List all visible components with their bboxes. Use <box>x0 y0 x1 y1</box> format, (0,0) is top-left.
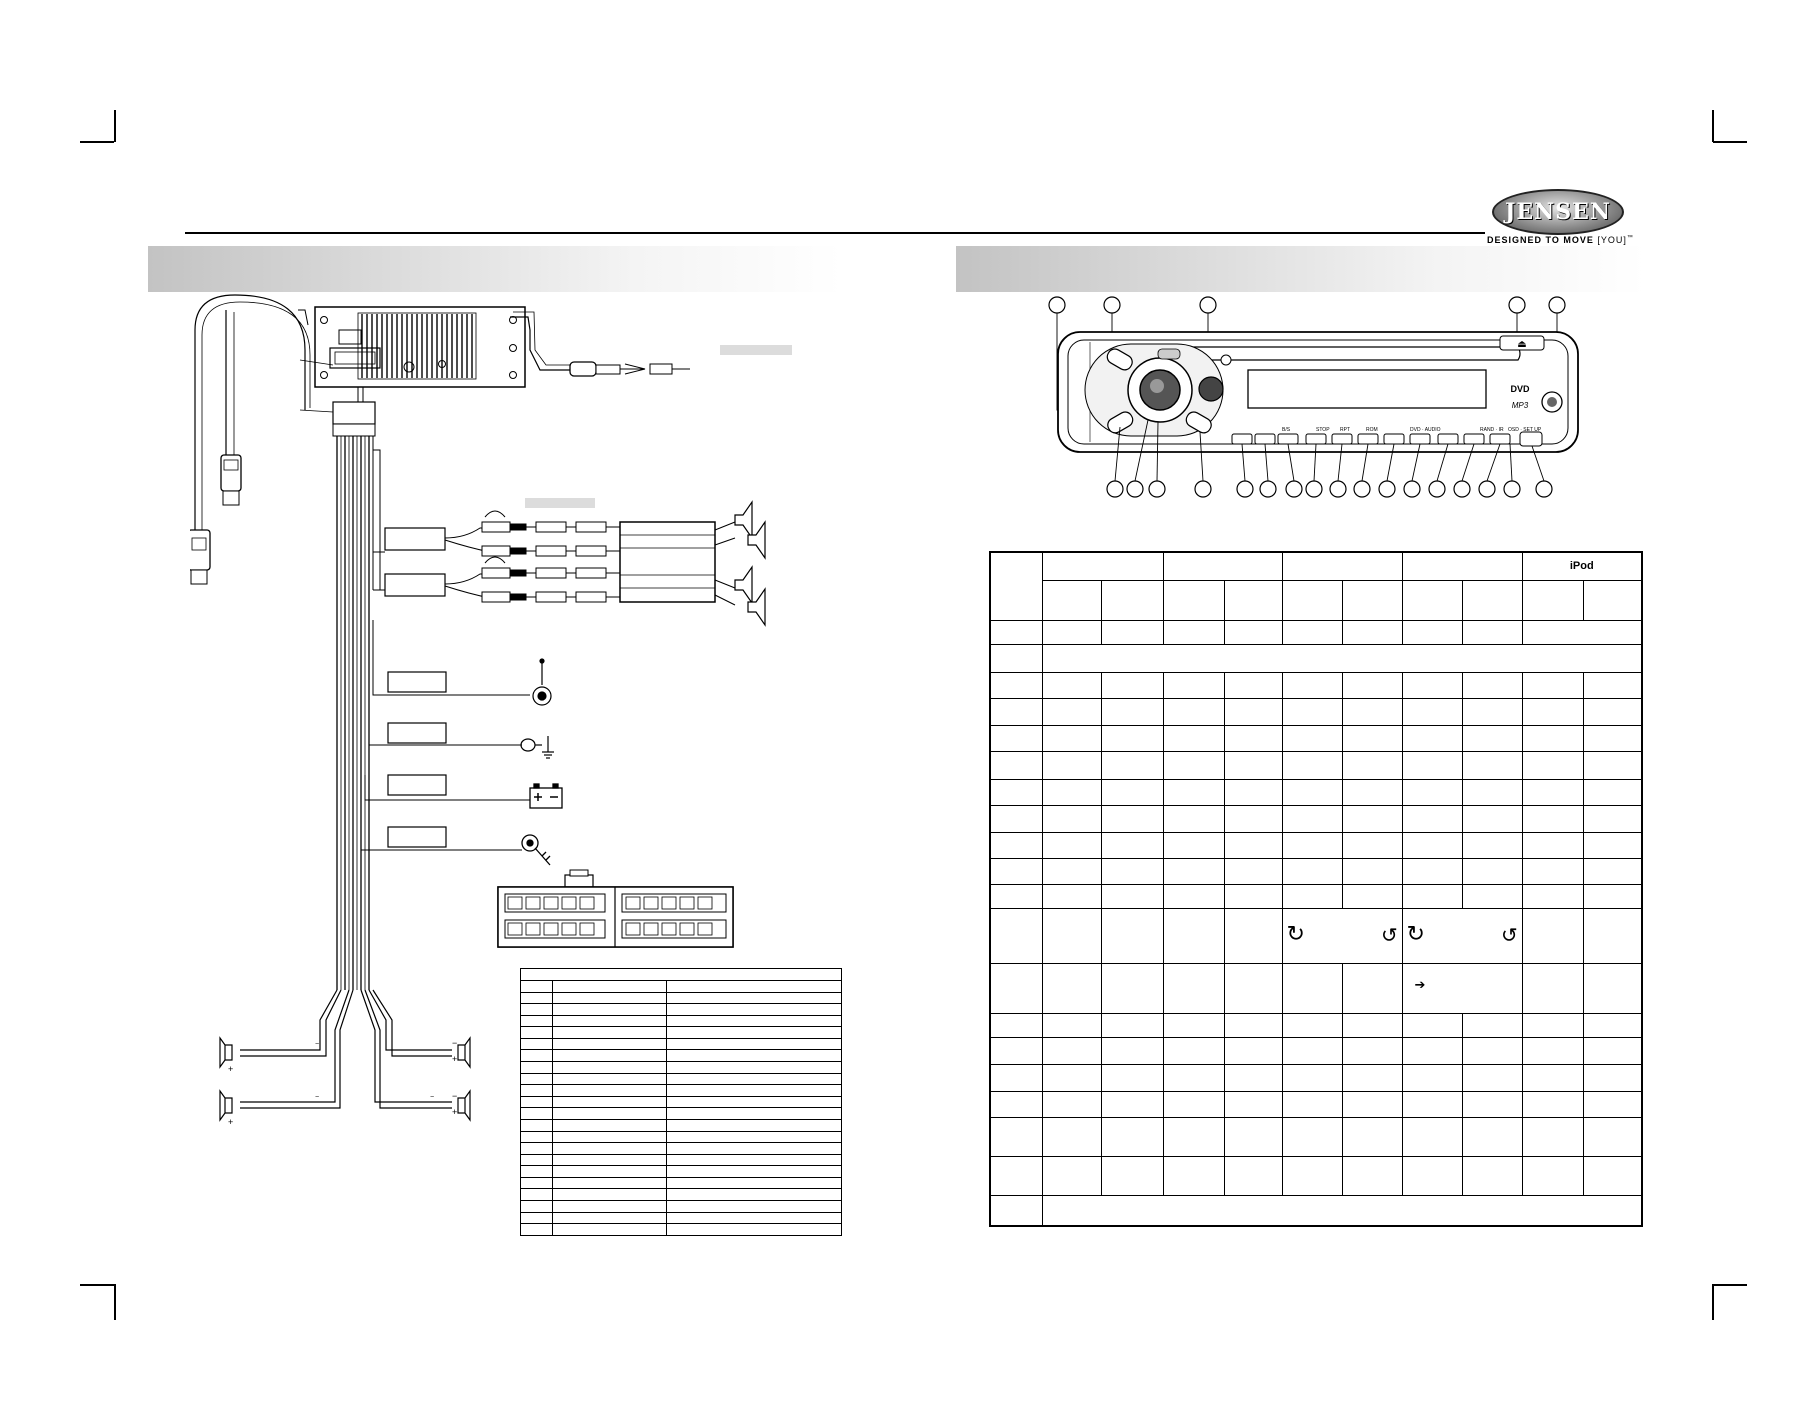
btn-label-rom: ROM <box>1366 427 1378 433</box>
repeat-icon: ↻ <box>1380 924 1398 947</box>
crop-mark <box>1713 1284 1747 1286</box>
antenna-icon <box>532 658 552 706</box>
amplifier-icon <box>619 521 736 606</box>
dvd-logo: DVD <box>1510 384 1530 394</box>
svg-text:−: − <box>430 1094 434 1101</box>
ground-icon <box>520 736 554 759</box>
front-panel-diagram: ⏏ DVD MP3 B/S STOP RPT ROM DVD · AUDIO R… <box>1048 296 1579 498</box>
crop-mark <box>114 110 116 142</box>
wiring-table <box>520 968 842 1236</box>
usb-plug-lower <box>190 529 211 585</box>
speaker-icon <box>219 1036 471 1122</box>
svg-text:+: + <box>228 1117 233 1127</box>
crop-mark <box>80 141 114 143</box>
crop-mark <box>1712 1284 1714 1320</box>
crop-mark <box>80 1284 114 1286</box>
svg-text:−: − <box>315 1041 319 1048</box>
ignition-key-icon <box>521 834 551 866</box>
crop-mark <box>1712 110 1714 142</box>
lineout-label-box <box>525 498 595 508</box>
section-band-controls <box>956 246 1646 292</box>
brand-logo: JENSEN <box>1492 189 1624 235</box>
header-rule <box>185 232 1485 234</box>
svg-text:+: + <box>452 1054 457 1064</box>
btn-label-rpt: RPT <box>1340 427 1350 433</box>
svg-text:−: − <box>315 1094 319 1101</box>
btn-label-dvd-audio: DVD · AUDIO <box>1410 427 1441 433</box>
svg-text:−: − <box>452 1091 457 1101</box>
wiring-diagram: + + − + − + − − − <box>190 294 792 1127</box>
btn-label-rand: RAND · IR <box>1480 427 1504 433</box>
antenna-label-box <box>720 345 792 355</box>
brand-tagline: DESIGNED TO MOVE [YOU]™ <box>1487 235 1634 245</box>
rca-plugs <box>481 521 607 603</box>
control-table: iPod ↻ ↻ ↻ ↻ ➔ <box>989 551 1643 1227</box>
crop-mark <box>114 1284 116 1320</box>
section-band-wiring <box>148 246 842 292</box>
battery-icon <box>529 783 563 809</box>
svg-text:+: + <box>452 1107 457 1117</box>
btn-label-osd: OSD · SET UP <box>1508 427 1542 433</box>
repeat-icon: ↻ <box>1406 920 1425 946</box>
svg-text:−: − <box>452 1038 457 1048</box>
btn-label-stop: STOP <box>1316 427 1330 433</box>
btn-label-bs: B/S <box>1282 427 1291 433</box>
arrow-icon: ➔ <box>1414 978 1426 994</box>
repeat-icon: ↻ <box>1500 924 1518 947</box>
repeat-icon: ↻ <box>1286 920 1305 946</box>
chassis <box>314 306 526 388</box>
eject-icon: ⏏ <box>1517 339 1526 350</box>
speaker-icon <box>734 500 766 627</box>
svg-text:+: + <box>228 1064 233 1074</box>
mp3-logo: MP3 <box>1512 401 1529 410</box>
harness-connector <box>497 869 734 948</box>
crop-mark <box>1713 141 1747 143</box>
usb-plug-upper <box>220 454 242 506</box>
header-ipod: iPod <box>1521 551 1643 581</box>
